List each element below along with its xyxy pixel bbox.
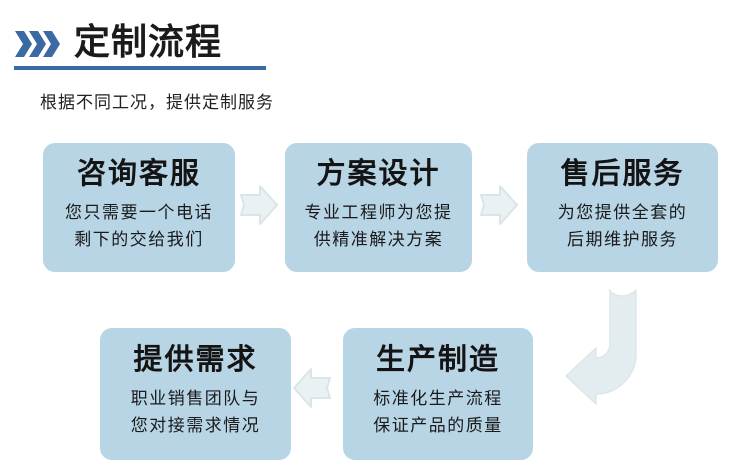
flow-step-body-line: 您只需要一个电话	[65, 203, 213, 222]
flow-step-card-5[interactable]: 生产制造 标准化生产流程 保证产品的质量	[343, 328, 533, 460]
flow-step-card-4[interactable]: 提供需求 职业销售团队与 您对接需求情况	[100, 328, 291, 460]
flow-step-body-5: 标准化生产流程 保证产品的质量	[373, 385, 503, 439]
flow-step-body-line: 供精准解决方案	[313, 230, 444, 249]
flow-step-body-line: 剩下的交给我们	[74, 230, 204, 249]
arrow-right-icon	[478, 182, 520, 233]
flow-step-card-3[interactable]: 售后服务 为您提供全套的 后期维护服务	[527, 143, 718, 272]
flow-step-body-line: 后期维护服务	[567, 230, 678, 249]
page-subtitle: 根据不同工况，提供定制服务	[40, 93, 274, 112]
flow-step-body-2: 专业工程师为您提 供精准解决方案	[305, 199, 453, 253]
flow-step-body-1: 您只需要一个电话 剩下的交给我们	[65, 199, 213, 253]
flow-step-title-1: 咨询客服	[76, 158, 201, 190]
arrow-right-icon	[238, 182, 280, 233]
flow-step-title-3: 售后服务	[560, 158, 685, 190]
flow-step-body-line: 为您提供全套的	[557, 203, 688, 222]
title-underline	[14, 66, 266, 70]
flow-step-title-2: 方案设计	[316, 158, 441, 190]
arrow-curved-down-left-icon	[560, 282, 670, 417]
flow-step-title-4: 提供需求	[133, 344, 258, 376]
flow-step-body-line: 专业工程师为您提	[304, 203, 453, 222]
page-header: 定制流程 根据不同工况，提供定制服务	[0, 0, 750, 128]
page-title: 定制流程	[74, 21, 223, 62]
flow-step-card-1[interactable]: 咨询客服 您只需要一个电话 剩下的交给我们	[43, 143, 235, 272]
triple-chevron-right-icon	[14, 29, 60, 59]
flow-step-body-line: 您对接需求情况	[130, 416, 261, 435]
flow-step-body-line: 职业销售团队与	[130, 389, 261, 408]
arrow-left-icon	[291, 365, 333, 416]
flow-step-body-3: 为您提供全套的 后期维护服务	[558, 199, 688, 253]
flow-step-card-2[interactable]: 方案设计 专业工程师为您提 供精准解决方案	[285, 143, 472, 272]
flow-step-body-4: 职业销售团队与 您对接需求情况	[131, 385, 261, 439]
flow-step-body-line: 标准化生产流程	[373, 389, 503, 408]
flow-step-title-5: 生产制造	[375, 344, 500, 376]
flow-step-body-line: 保证产品的质量	[373, 416, 503, 435]
title-row: 定制流程	[14, 16, 222, 62]
